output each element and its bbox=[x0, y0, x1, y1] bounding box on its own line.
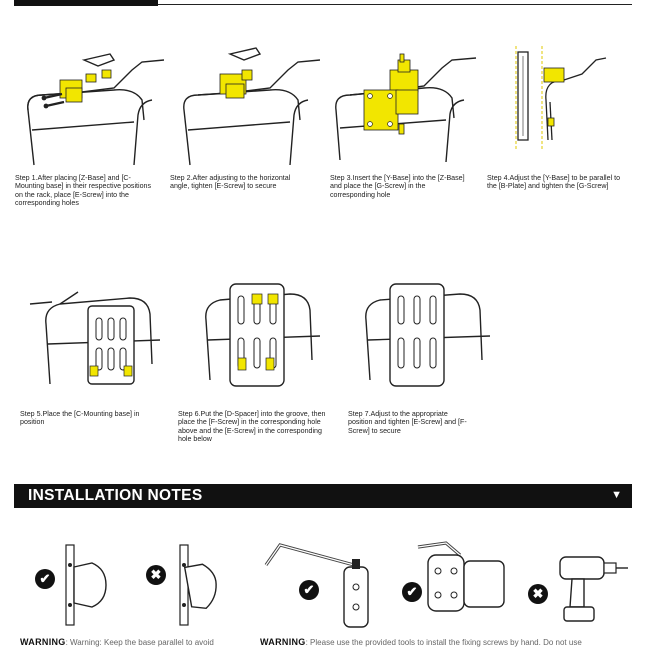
warning-tools: WARNING: Please use the provided tools t… bbox=[260, 637, 582, 647]
step-5-illustration bbox=[20, 284, 170, 394]
note-hex-key-illustration bbox=[258, 535, 388, 635]
step-1-caption: Step 1.After placing [Z-Base] and [C-Mou… bbox=[15, 174, 152, 208]
step-6-caption: Step 6.Put the [D-Spacer] into the groov… bbox=[178, 410, 326, 444]
check-icon: ✔ bbox=[299, 580, 319, 600]
cross-icon: ✖ bbox=[146, 565, 166, 585]
top-header-rule bbox=[158, 4, 632, 5]
cross-icon: ✖ bbox=[528, 584, 548, 604]
note-parallel-correct-illustration bbox=[30, 535, 130, 635]
note-power-drill-illustration bbox=[550, 555, 630, 635]
step-7-caption: Step 7.Adjust to the appropriate positio… bbox=[348, 410, 467, 435]
note-bracket-illustration bbox=[400, 535, 530, 635]
step-3-illustration bbox=[328, 40, 478, 170]
step-2-illustration bbox=[170, 40, 320, 170]
step-2-caption: Step 2.After adjusting to the horizontal… bbox=[170, 174, 291, 191]
step-6-illustration bbox=[180, 280, 330, 390]
warning-label: WARNING bbox=[20, 637, 66, 647]
step-4-illustration bbox=[486, 40, 636, 170]
warning-label: WARNING bbox=[260, 637, 306, 647]
step-7-illustration bbox=[350, 280, 500, 390]
step-4-caption: Step 4.Adjust the [Y-Base] to be paralle… bbox=[487, 174, 621, 191]
step-1-illustration bbox=[14, 40, 164, 170]
warning-parallel: WARNING: Warning: Keep the base parallel… bbox=[20, 637, 214, 647]
installation-notes-title: INSTALLATION NOTES bbox=[28, 487, 203, 504]
triangle-down-icon: ▼ bbox=[611, 489, 622, 501]
check-icon: ✔ bbox=[35, 569, 55, 589]
step-5-caption: Step 5.Place the [C-Mounting base] in po… bbox=[20, 410, 140, 427]
warning-text: : Warning: Keep the base parallel to avo… bbox=[65, 638, 214, 647]
warning-text: : Please use the provided tools to insta… bbox=[305, 638, 582, 647]
installation-notes-header: INSTALLATION NOTES ▼ bbox=[14, 484, 632, 508]
note-parallel-wrong-illustration bbox=[140, 535, 240, 635]
step-3-caption: Step 3.Insert the [Y-Base] into the [Z-B… bbox=[330, 174, 465, 199]
check-icon: ✔ bbox=[402, 582, 422, 602]
top-header-bar bbox=[14, 0, 158, 6]
